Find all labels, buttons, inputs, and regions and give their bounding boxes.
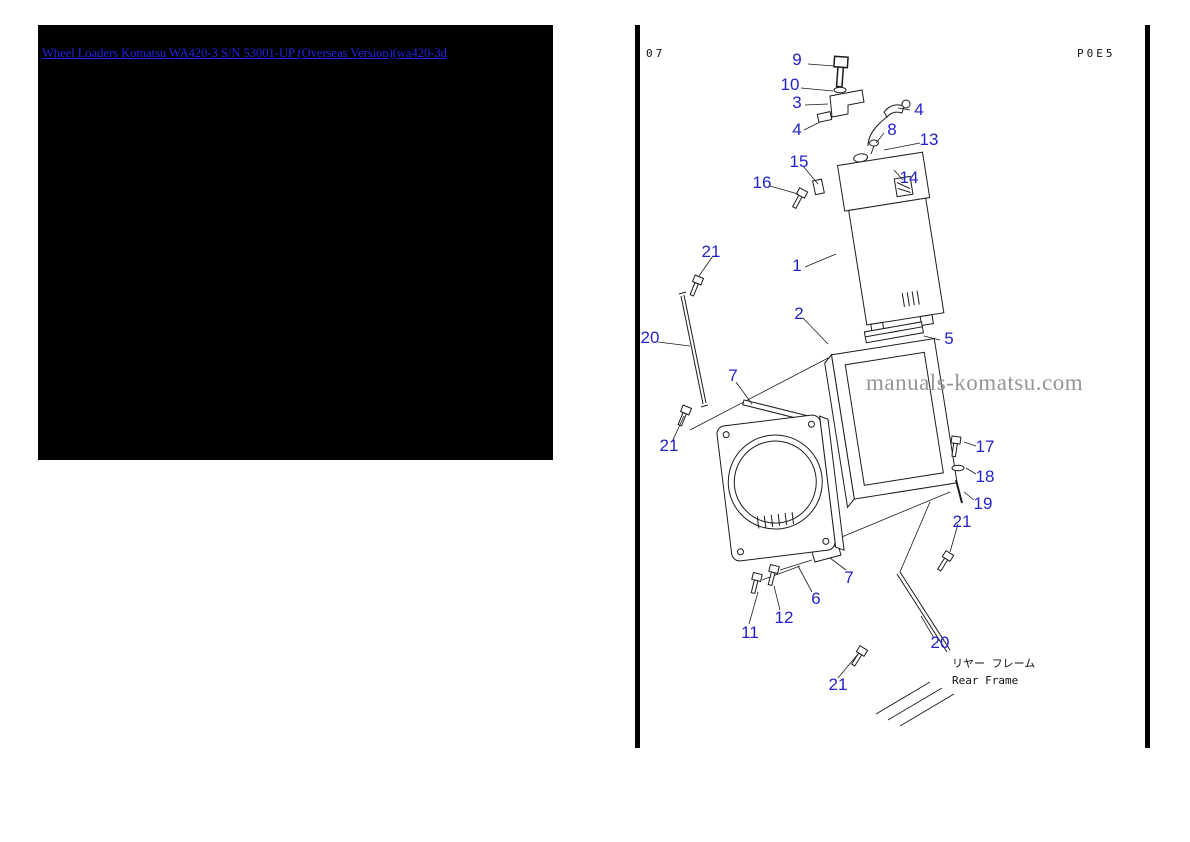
rear-frame-en: Rear Frame xyxy=(952,674,1019,688)
bolt-12 xyxy=(765,564,780,587)
page-code-right: P0E5 xyxy=(1077,47,1116,60)
fitting-4a xyxy=(883,104,905,118)
rod-20-right xyxy=(896,571,951,653)
watermark: manuals-komatsu.com xyxy=(866,370,1084,395)
bolt-21d xyxy=(848,645,869,668)
page-border-left xyxy=(635,25,640,748)
leader-lines xyxy=(657,63,977,679)
plate-5 xyxy=(863,321,924,344)
radiator-1 xyxy=(836,151,945,334)
washer-18 xyxy=(951,464,965,472)
rod-20-left xyxy=(678,291,709,408)
bolt-9 xyxy=(831,55,849,88)
page-border-right xyxy=(1145,25,1150,748)
cap-8 xyxy=(869,139,879,147)
fitting-4b xyxy=(816,111,833,123)
breadcrumb-link[interactable]: Wheel Loaders Komatsu WA420-3 S/N 53001-… xyxy=(42,46,447,60)
bolt-16 xyxy=(789,187,809,211)
header-panel: Wheel Loaders Komatsu WA420-3 S/N 53001-… xyxy=(38,25,553,460)
bracket-3 xyxy=(829,89,865,118)
shroud-2 xyxy=(824,338,958,509)
bracket-15 xyxy=(812,178,825,196)
page-code-left: 07 xyxy=(646,47,666,60)
washer-10 xyxy=(833,86,847,94)
rear-frame-label: リヤー フレーム Rear Frame xyxy=(952,655,1035,689)
frame-hatch xyxy=(875,681,955,727)
fitting-4a-end xyxy=(901,99,911,109)
bolt-11 xyxy=(748,572,763,595)
fan-guard-6 xyxy=(716,414,845,562)
bolt-21a xyxy=(687,274,704,298)
screw-19 xyxy=(955,479,963,504)
bolt-21c xyxy=(934,550,955,573)
rear-frame-jp: リヤー フレーム xyxy=(952,657,1036,670)
